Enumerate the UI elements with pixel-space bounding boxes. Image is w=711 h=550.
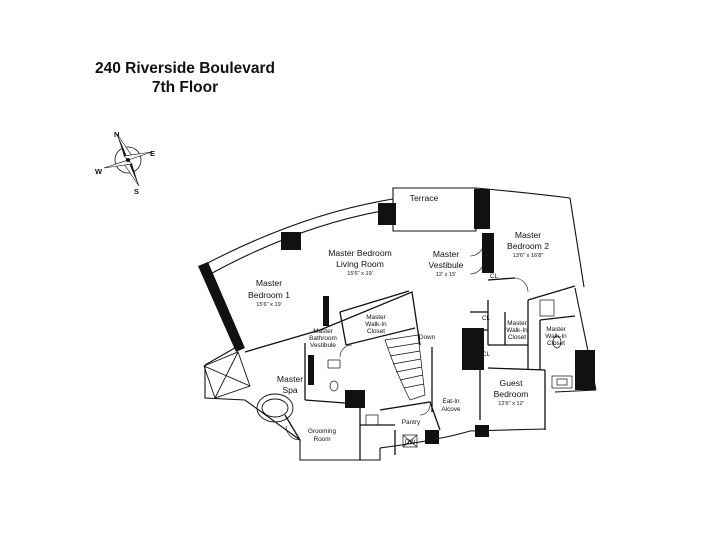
label-eat-in-alcove-line2: Alcove [441,406,461,413]
label-master-bathroom-vestibule-line3: Vestibule [310,342,336,349]
staircase [384,334,426,401]
label-master-bathroom-vestibule-line2: Bathroom [309,335,337,342]
label-master-spa-line1: Master [277,374,303,384]
label-master-spa-line2: Spa [282,385,298,395]
label-master-bathroom-vestibule-line1: Master [313,328,333,335]
label-master-vestibule-line2: Vestibule [429,260,464,270]
dim-master-bedroom-1: 15'6" x 19' [256,302,282,308]
interior-walls [244,277,576,460]
label-master-vestibule-line1: Master [433,249,459,259]
label-walkin-closet-a-line2: Walk-In [506,327,528,334]
label-closet-1: CL [490,273,499,280]
dim-master-vestibule: 12' x 15' [436,272,457,278]
label-pantry: Pantry [402,419,421,426]
label-eat-in-alcove-line1: Eat-In [442,398,459,405]
compass-north: N [114,130,119,139]
dim-guest-bedroom: 12'6" x 12' [498,401,524,407]
plan-title-block: 240 Riverside Boulevard 7th Floor [80,59,290,97]
label-grooming-room-line2: Room [313,436,330,443]
label-guest-bedroom-line1: Guest [500,378,524,388]
label-master-bedroom-living-line1: Master Bedroom [328,248,392,258]
fixtures [327,299,573,448]
exterior-walls [199,187,597,461]
structural-columns [198,189,595,444]
label-terrace: Terrace [410,193,439,203]
label-walkin-closet-b-line2: Walk-In [545,333,567,340]
building-address: 240 Riverside Boulevard [94,60,276,77]
label-master-walkin-closet-line2: Walk-In [365,321,387,328]
label-walkin-closet-b-line1: Master [546,326,566,333]
label-down: Down [419,334,436,341]
label-closet-2: CL [482,315,491,322]
bathtub [256,393,294,423]
label-master-bedroom-living-line2: Living Room [336,259,384,269]
door-swings [285,241,529,441]
label-walkin-closet-a-line3: Closet [508,334,526,341]
label-walkin-closet-b-line3: Closet [547,340,565,347]
dim-master-bedroom-2: 13'6" x 16'8" [513,253,544,259]
label-walkin-closet-a-line1: Master [507,320,527,327]
spa-shower [203,351,251,399]
label-master-bedroom-1-line1: Master [256,278,282,288]
label-grooming-room-line1: Grooming [308,428,337,435]
label-master-walkin-closet-line3: Closet [367,328,385,335]
compass-south: S [134,187,139,196]
dim-master-bedroom-living: 15'6" x 19' [347,271,373,277]
floor-label: 7th Floor [151,79,219,96]
label-closet-3: CL [482,351,491,358]
label-master-bedroom-2-line2: Bedroom 2 [507,241,549,251]
label-master-bedroom-1-line2: Bedroom 1 [248,290,290,300]
compass-icon: N S E W [95,130,155,196]
label-dishwasher: DW [405,439,417,446]
label-master-bedroom-2-line1: Master [515,230,541,240]
compass-east: E [150,149,155,158]
label-guest-bedroom-line2: Bedroom [494,389,529,399]
label-master-walkin-closet-line1: Master [366,314,386,321]
compass-west: W [95,167,103,176]
